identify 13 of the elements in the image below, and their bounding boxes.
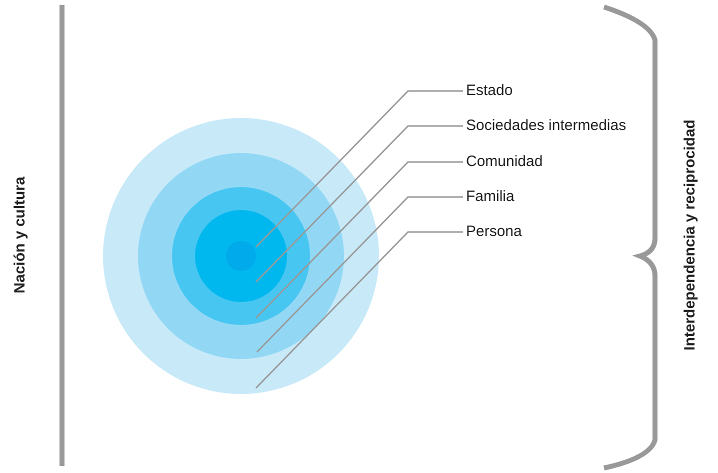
leader-line [255,231,463,389]
ring-label: Comunidad [466,152,543,172]
leader-line [255,161,463,319]
ring-label: Familia [466,187,514,207]
ring-label: Estado [466,81,513,101]
leader-line [256,196,463,353]
side-label: Interdependencia y reciprocidad [682,120,698,350]
ring-label: Sociedades intermedias [466,116,626,136]
ring-circle [226,241,256,271]
leader-line [255,125,463,283]
side-label: Nación y cultura [12,176,28,294]
leader-line [255,90,463,248]
ring-label: Persona [466,222,522,242]
